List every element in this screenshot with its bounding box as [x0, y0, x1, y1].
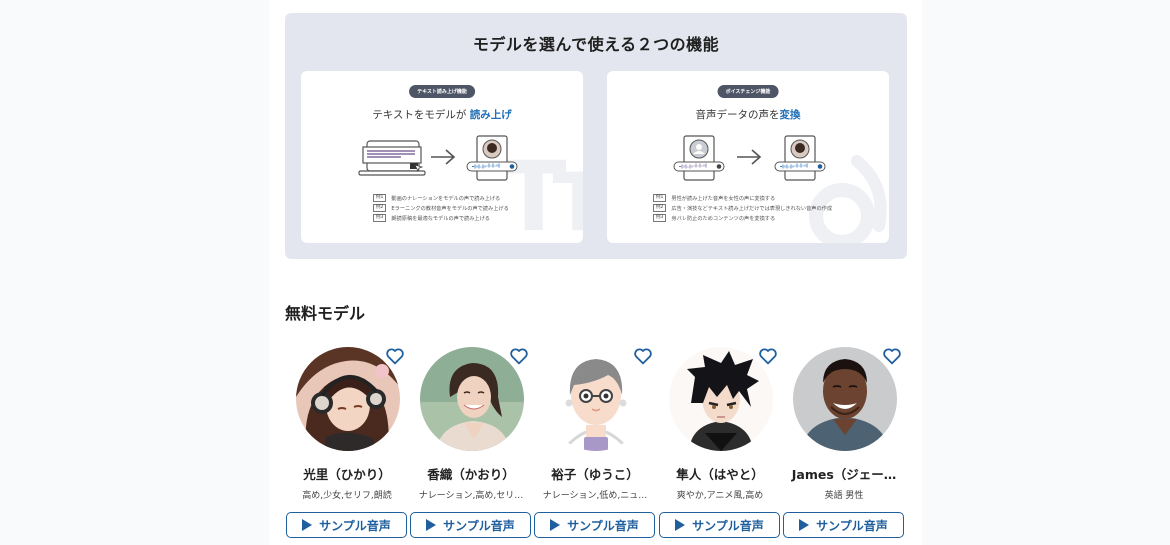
model-name: 隼人（はやと）	[676, 467, 764, 482]
model-card-hikari: 光里（ひかり） 高め,少女,セリフ,朗読 サンプル音声	[285, 344, 409, 544]
avatar[interactable]	[296, 347, 400, 451]
voice-change-diagram	[607, 133, 889, 181]
model-tags: ナレーション,高め,セリ…	[418, 491, 524, 501]
laptop-text-icon	[358, 140, 426, 176]
favorite-heart-icon[interactable]	[385, 347, 405, 365]
model-card-hayato: 隼人（はやと） 爽やか,アニメ風,高め サンプル音声	[658, 344, 782, 544]
model-card-james: James（ジェー… 英語 男性 サンプル音声	[782, 344, 906, 544]
model-name: 香織（かおり）	[427, 467, 515, 482]
avatar[interactable]	[793, 347, 897, 451]
features-panel: モデルを選んで使える２つの機能 TT テキスト読み上げ機能 テキストをモデルが …	[285, 13, 907, 259]
free-models-title: 無料モデル	[285, 304, 366, 323]
favorite-heart-icon[interactable]	[633, 347, 653, 365]
play-icon	[426, 519, 437, 531]
play-icon	[550, 519, 561, 531]
arrow-right-icon	[431, 149, 456, 165]
features-title: モデルを選んで使える２つの機能	[472, 35, 720, 54]
tts-diagram	[301, 133, 583, 181]
model-tags: 高め,少女,セリフ,朗読	[302, 491, 392, 501]
model-tags: 英語 男性	[824, 491, 864, 501]
feature-heading: テキストをモデルが 読み上げ	[372, 109, 512, 121]
avatar[interactable]	[544, 347, 648, 451]
model-card-yuko: 裕子（ゆうこ） ナレーション,低め,ニュ… サンプル音声	[533, 344, 657, 544]
avatar[interactable]	[669, 347, 773, 451]
play-icon	[675, 519, 686, 531]
favorite-heart-icon[interactable]	[758, 347, 778, 365]
play-icon	[799, 519, 810, 531]
feature-heading: 音声データの声を変換	[695, 109, 801, 121]
model-name: 光里（ひかり）	[303, 467, 391, 482]
model-tags: ナレーション,低め,ニュ…	[542, 491, 648, 501]
feature-badge: ボイスチェンジ機能	[717, 85, 779, 98]
arrow-right-icon	[737, 149, 762, 165]
model-name: 裕子（ゆうこ）	[551, 467, 639, 482]
sample-audio-button[interactable]: サンプル音声	[783, 512, 904, 538]
play-icon	[302, 519, 313, 531]
voice-model-card-icon	[466, 135, 518, 181]
feature-card-voice-change: ボイスチェンジ機能 音声データの声を変換	[607, 71, 889, 243]
target-voice-card-icon	[774, 135, 826, 181]
sample-audio-button[interactable]: サンプル音声	[534, 512, 655, 538]
model-card-kaori: 香織（かおり） ナレーション,高め,セリ… サンプル音声	[409, 344, 533, 544]
decorative-tt-glyph: TT	[501, 141, 583, 243]
sample-audio-button[interactable]: サンプル音声	[659, 512, 780, 538]
model-tags: 爽やか,アニメ風,高め	[676, 491, 764, 501]
decorative-voice-waves-icon	[809, 155, 887, 243]
sample-audio-button[interactable]: サンプル音声	[286, 512, 407, 538]
page-content: モデルを選んで使える２つの機能 TT テキスト読み上げ機能 テキストをモデルが …	[269, 0, 922, 545]
feature-card-text-to-speech: TT テキスト読み上げ機能 テキストをモデルが 読み上げ	[301, 71, 583, 243]
favorite-heart-icon[interactable]	[509, 347, 529, 365]
favorite-heart-icon[interactable]	[882, 347, 902, 365]
sample-audio-button[interactable]: サンプル音声	[410, 512, 531, 538]
model-name: James（ジェー…	[791, 467, 897, 482]
feature-badge: テキスト読み上げ機能	[409, 85, 475, 98]
source-voice-card-icon	[673, 135, 725, 181]
